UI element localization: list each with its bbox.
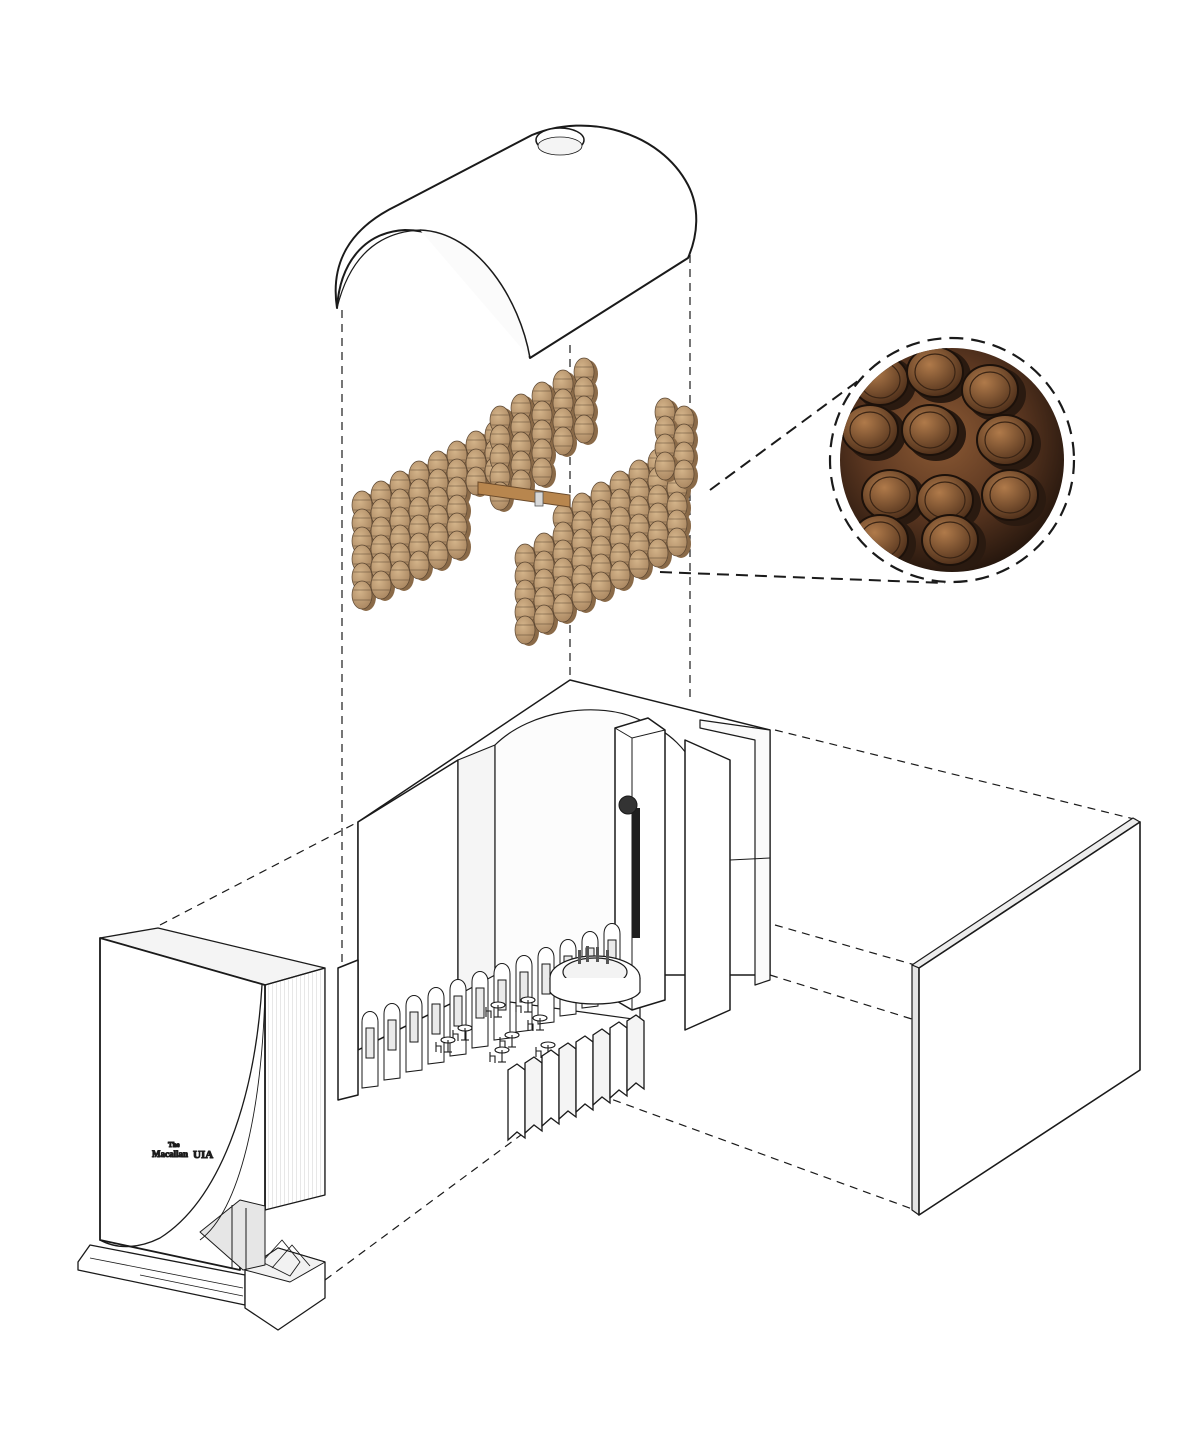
pleat-panel — [524, 1056, 543, 1135]
barrel — [514, 615, 539, 646]
cafe-table — [499, 1031, 520, 1048]
barrel — [389, 560, 414, 591]
cafe-table — [452, 1024, 473, 1041]
barrel — [609, 560, 634, 591]
front-pleated-wall — [507, 1014, 645, 1142]
bay-shelf — [409, 1011, 419, 1043]
barrel-vault-roof-icon — [334, 124, 698, 359]
logo-line1: The — [168, 1141, 180, 1149]
cafe-table — [435, 1036, 456, 1053]
photo-barrel — [921, 514, 986, 571]
barrel — [552, 426, 577, 457]
bay-shelf — [431, 1003, 441, 1035]
pleat-panel — [609, 1021, 628, 1100]
facade-logo: The Macallan UIA — [152, 1141, 214, 1162]
right-wall-panel — [911, 817, 1141, 1216]
barrel — [370, 570, 395, 601]
interior-volume — [337, 679, 771, 1101]
pleat-panel — [541, 1049, 560, 1128]
barrel — [446, 530, 471, 561]
photo-barrel — [901, 404, 966, 461]
photo-barrel — [981, 469, 1046, 526]
barrel — [552, 593, 577, 624]
cafe-table — [515, 996, 536, 1013]
barrel — [654, 451, 679, 482]
barrel — [647, 538, 672, 569]
barrel — [408, 550, 433, 581]
projection-lines — [159, 255, 1139, 1281]
photo-barrel — [861, 469, 926, 526]
barrel-wall-beam — [477, 481, 571, 508]
pleat-panel — [558, 1042, 577, 1121]
photo-barrel — [961, 364, 1026, 421]
pleat-panel — [507, 1063, 526, 1142]
bay-shelf — [497, 979, 507, 1011]
furniture — [435, 996, 556, 1063]
bay-shelf — [475, 987, 485, 1019]
barrel — [590, 571, 615, 602]
cafe-table — [489, 1046, 510, 1063]
cafe-table — [485, 1001, 506, 1018]
photo-barrel — [906, 348, 971, 403]
barrel — [628, 549, 653, 580]
barrel — [351, 580, 376, 611]
barrel-wall-icon — [351, 357, 698, 646]
barrel — [666, 527, 691, 558]
pleat-panel — [626, 1014, 645, 1093]
barrel — [533, 604, 558, 635]
logo-mark: UIA — [193, 1149, 213, 1161]
detail-callout-lines — [659, 377, 946, 584]
barrel — [571, 582, 596, 613]
bay-shelf — [453, 995, 463, 1027]
photo-barrel — [976, 414, 1041, 471]
barrel — [427, 540, 452, 571]
cafe-table — [527, 1014, 548, 1031]
barrel — [531, 457, 556, 488]
barrel-detail-photo-icon — [828, 336, 1076, 584]
logo-line2: Macallan — [152, 1149, 188, 1159]
facade-block: The Macallan UIA — [77, 927, 326, 1331]
circular-bar — [549, 946, 641, 1005]
pleat-panel — [592, 1028, 611, 1107]
barrel — [573, 414, 598, 445]
bay-shelf — [387, 1019, 397, 1051]
bay-shelf — [541, 963, 551, 995]
photo-barrel — [841, 404, 906, 461]
pleat-panel — [575, 1035, 594, 1114]
barrel — [673, 459, 698, 490]
bay-shelf — [365, 1027, 375, 1059]
